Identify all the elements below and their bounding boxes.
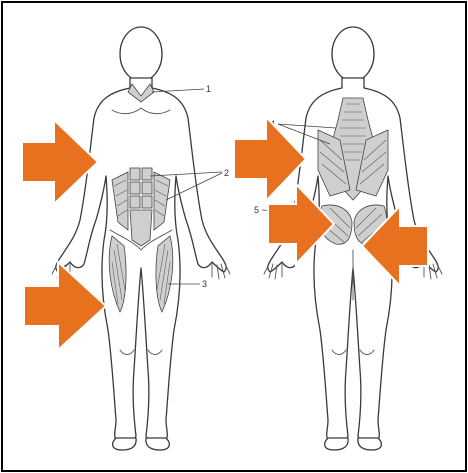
front-body-outline	[56, 78, 226, 443]
label-2: 2	[224, 168, 229, 178]
arrow-front-lower	[24, 262, 106, 350]
front-body-figure	[52, 27, 230, 450]
back-right-foot	[358, 438, 382, 450]
back-left-foot	[325, 438, 349, 450]
front-left-foot	[113, 438, 137, 450]
front-right-foot	[146, 438, 170, 450]
back-head	[332, 27, 374, 81]
label-1: 1	[206, 84, 211, 94]
label-3: 3	[202, 279, 207, 289]
front-head	[120, 27, 162, 81]
label-5: 5	[254, 205, 259, 215]
